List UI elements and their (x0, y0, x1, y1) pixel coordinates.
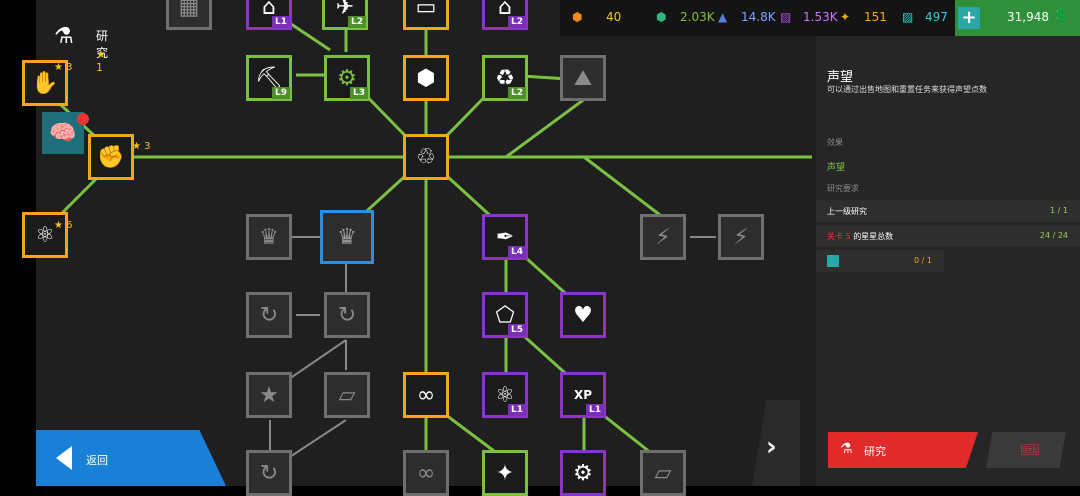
flask-icon: ⚗ (840, 441, 853, 457)
detail-panel: 声望 可以通过出售地图和重置任务来获得声望点数 效果 声望 研究要求 上一级研究… (816, 36, 1080, 486)
req-stars-value: 24 / 24 (1039, 231, 1068, 240)
node-hexagon-logo[interactable]: ⬢ (403, 55, 449, 101)
node-top-green[interactable]: ✈L2 (322, 0, 368, 30)
node-cycle-gift[interactable]: ↻ (324, 292, 370, 338)
node-top-purple2[interactable]: ⌂L2 (482, 0, 528, 30)
node-link[interactable]: ∞ (403, 372, 449, 418)
node-gem-gear[interactable]: ⚙L3 (324, 55, 370, 101)
node-cards[interactable]: ▱ (324, 372, 370, 418)
effect-value: 声望 (827, 163, 846, 173)
node-fist[interactable]: ✊ (88, 134, 134, 180)
research-button[interactable]: ⚗ 研究 (828, 432, 978, 468)
left-top-stars: ★ 3 (54, 62, 73, 73)
req-row-stars: 关卡 5 的星星总数 24 / 24 (816, 225, 1080, 247)
node-pickaxe[interactable]: ⛏L9 (246, 55, 292, 101)
blue-count: 14.8K (741, 10, 776, 24)
req-prev-value: 1 / 1 (1050, 206, 1068, 215)
purple-count: 1.53K (803, 10, 838, 24)
left-bottom-stars: ★ 6 (54, 220, 73, 231)
node-cards-star[interactable]: ★ (246, 372, 292, 418)
node-gift-cycle[interactable]: ♻L2 (482, 55, 528, 101)
node-lightning[interactable]: ⚡ (640, 214, 686, 260)
cash-icon: 💲 (1052, 8, 1070, 24)
req-prev-label: 上一级研究 (827, 207, 867, 216)
node-molecules[interactable]: ⚛L1 (482, 372, 528, 418)
panel-title: 声望 (827, 70, 854, 85)
research-button-label: 研究 (864, 445, 886, 458)
blue-resource-icon: ▲ (718, 10, 728, 24)
node-teal-brain[interactable]: 🧠 (42, 112, 84, 154)
teal-count: 497 (925, 10, 948, 24)
req-stars-label: 关卡 5 的星星总数 (827, 232, 894, 241)
node-bottom-purple[interactable]: ⚙ (560, 450, 606, 496)
flask-icon: ⚗ (54, 24, 74, 49)
money-count: 31,948 (1007, 10, 1049, 24)
orange-count: 40 (606, 10, 622, 24)
node-lightning-pent[interactable]: ⚡ (718, 214, 764, 260)
node-cycle-check[interactable]: ↻ (246, 292, 292, 338)
gold-count: 151 (864, 10, 887, 24)
back-arrow-icon (56, 446, 72, 470)
green-resource-icon: ⬢ (656, 10, 667, 24)
node-pent-f[interactable]: ⬠L5 (482, 292, 528, 338)
req-ticket-value: 0 / 1 (914, 256, 932, 265)
gold-resource-icon: ✦ (840, 10, 851, 24)
node-bottom-cycle[interactable]: ↻ (246, 450, 292, 496)
green-count: 2.03K (680, 10, 715, 24)
node-top-orange[interactable]: ▭ (403, 0, 449, 30)
node-bottom-green[interactable]: ✦ (482, 450, 528, 496)
orange-gem-icon: ⬢ (572, 10, 583, 24)
node-crown-selected[interactable]: ♛ (320, 210, 374, 264)
add-money-button[interactable]: + (958, 7, 980, 29)
node-pen-nib[interactable]: ✒L4 (482, 214, 528, 260)
chevron-right-icon: › (766, 432, 777, 462)
panel-description: 可以通过出售地图和重置任务来获得声望点数 (827, 85, 987, 94)
teal-resource-icon: ▨ (902, 10, 914, 24)
research-stars: ★ 1 (96, 48, 106, 74)
back-button[interactable]: 返回 (36, 430, 226, 486)
notification-dot (77, 113, 89, 125)
node-top-purple1[interactable]: ⌂L1 (246, 0, 292, 30)
node-top-gray[interactable]: ▦ (166, 0, 212, 30)
req-row-prev-research: 上一级研究 1 / 1 (816, 200, 1080, 222)
purple-resource-icon: ▨ (780, 10, 792, 24)
requirements-section-label: 研究要求 (827, 184, 859, 193)
node-bottom-link[interactable]: ∞ (403, 450, 449, 496)
node-left-bottom[interactable]: ⚛ (22, 212, 68, 258)
node-prestige[interactable]: ♲ (403, 134, 449, 180)
node-crown-gray[interactable]: ♛ (246, 214, 292, 260)
node-left-top[interactable]: ✋ (22, 60, 68, 106)
node-bottom-gray[interactable]: ▱ (640, 450, 686, 496)
ticket-button[interactable]: 🎟 (986, 432, 1066, 468)
star-ticket-icon (827, 255, 839, 267)
research-title: 研究 (96, 29, 109, 60)
ticket-icon: 🎟 (1020, 440, 1041, 459)
game-screen: ⚗ 研究 ★ 1 ✋ ★ 3 🧠 ✊ ★ 3 ⚛ ★ 6 ▦ ⌂L1 ✈L2 ▭… (22, 0, 1080, 496)
node-mountain[interactable]: ⛰ (560, 55, 606, 101)
fist-stars: ★ 3 (132, 141, 151, 152)
node-heart[interactable]: ♥ (560, 292, 606, 338)
back-label: 返回 (86, 454, 108, 467)
req-row-ticket: 0 / 1 (816, 250, 944, 272)
effect-section-label: 效果 (827, 138, 843, 147)
